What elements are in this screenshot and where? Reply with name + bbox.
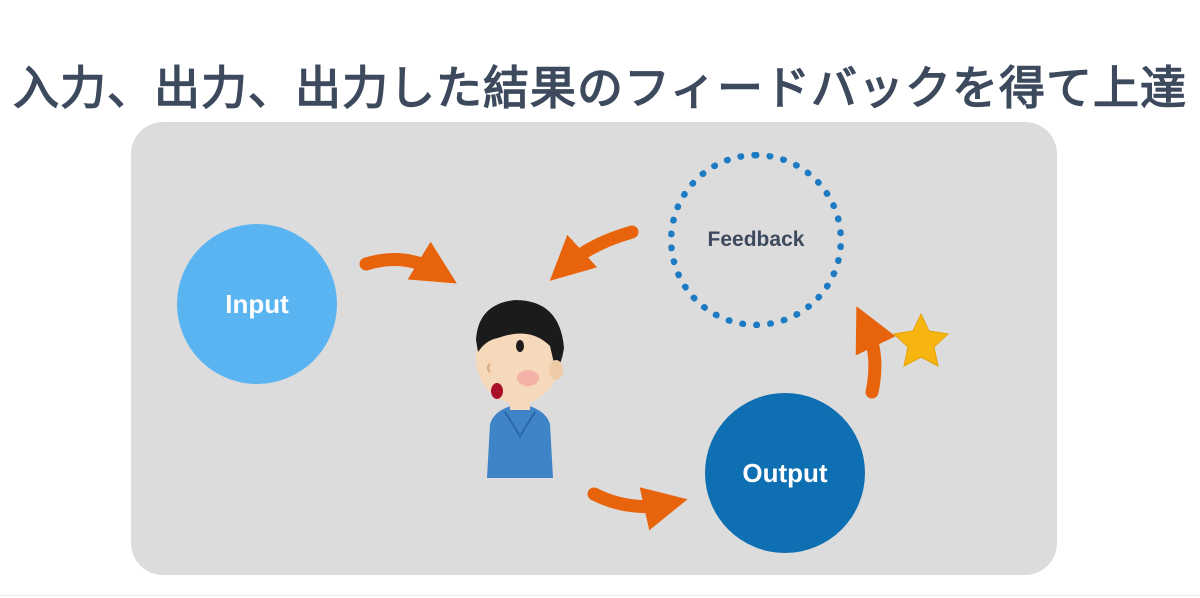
- arrow-output-to-feedback: [866, 326, 875, 392]
- arrow-input-to-person: [366, 260, 438, 273]
- person-illustration: [476, 300, 564, 478]
- arrow-feedback-to-person: [566, 232, 632, 266]
- arrow-person-to-output: [594, 494, 666, 506]
- star-icon: [894, 314, 948, 366]
- divider: [0, 595, 1200, 596]
